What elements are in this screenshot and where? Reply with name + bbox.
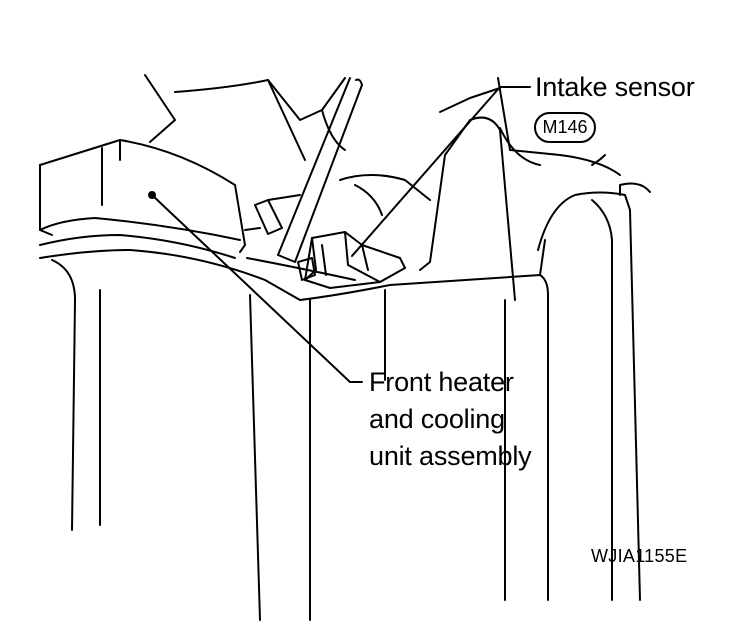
middle-components bbox=[244, 174, 431, 281]
lower-housing bbox=[51, 239, 549, 621]
diagonal-duct bbox=[277, 77, 363, 263]
intake-sensor-shape bbox=[297, 231, 406, 289]
figure-id-code: WJIA1155E bbox=[591, 546, 688, 566]
front-unit-label-line-2: and cooling bbox=[369, 404, 505, 434]
front-unit-label-line-1: Front heater bbox=[369, 367, 514, 397]
front-unit-label-line-3: unit assembly bbox=[369, 441, 532, 471]
front-heater-unit-label: Front heater and cooling unit assembly bbox=[369, 364, 532, 475]
intake-sensor-label: Intake sensor bbox=[535, 72, 695, 102]
front-unit-leader-diagonal bbox=[151, 194, 351, 383]
right-side-panel bbox=[419, 116, 651, 601]
front-unit-box bbox=[39, 139, 266, 281]
upper-dash-outline bbox=[144, 74, 621, 176]
connector-code-badge: M146 bbox=[534, 112, 596, 143]
intake-sensor-leader-diagonal bbox=[351, 86, 501, 257]
